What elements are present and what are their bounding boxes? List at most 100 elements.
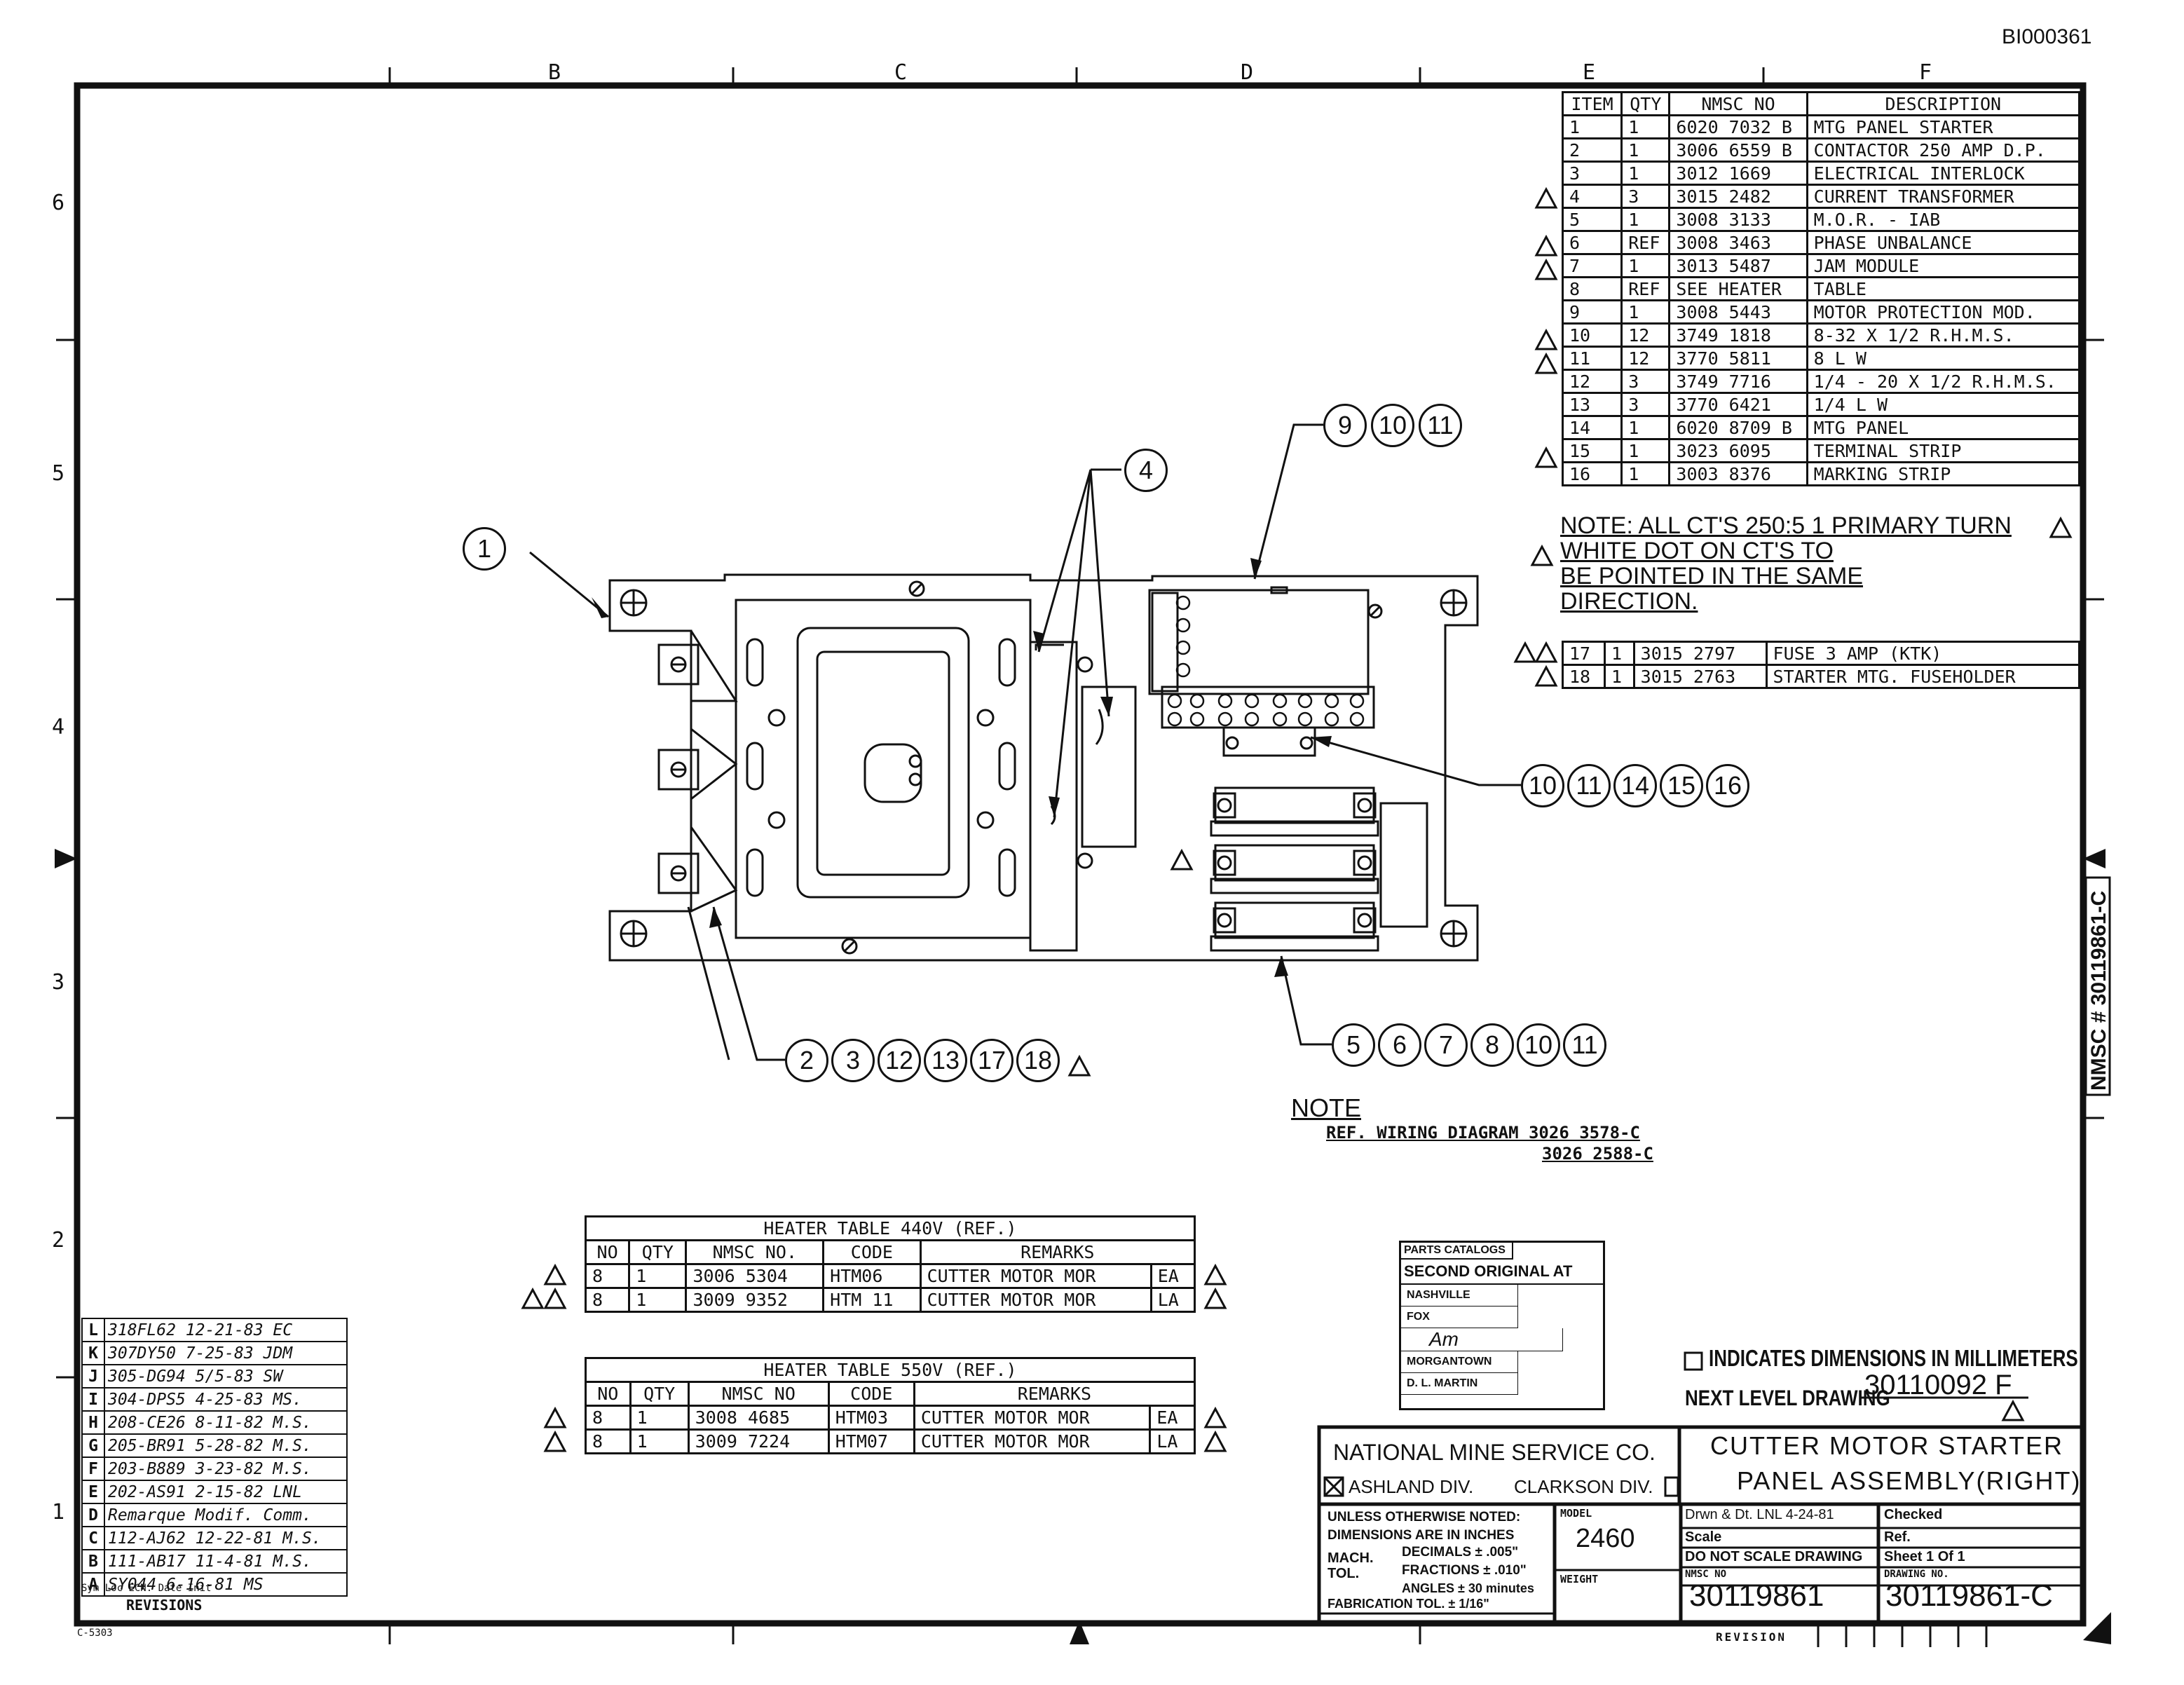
ct-note-line1: NOTE: ALL CT'S 250:5 1 PRIMARY TURN [1560,512,2012,539]
heater-550-title: HEATER TABLE 550V (REF.) [585,1357,1196,1383]
parts-cell-item: 14 [1561,415,1623,440]
parts-cell-item: 11 [1561,346,1623,371]
zone-f: F [1919,60,1932,85]
next-level-label: NEXT LEVEL DRAWING [1685,1385,1890,1410]
parts-cell-qty: 3 [1620,369,1671,394]
wiring-note-line2: 3026 2588-C [1542,1144,1653,1164]
heater-cell-nmsc: 3008 4685 [687,1405,830,1431]
balloon-item: 11 [1563,1023,1606,1067]
revisions-cols: Sym Loc ECN. Date Init [81,1583,212,1594]
parts-cell-qty: 1 [1620,137,1671,163]
parts-catalog-stamp: PARTS CATALOGS SECOND ORIGINAL AT NASHVI… [1399,1241,1605,1410]
parts-cell-nmsc: 3003 8376 [1668,461,1808,486]
parts-cell-nmsc: 3006 6559 B [1668,137,1808,163]
zone-6: 6 [52,191,65,215]
doc-code: BI000361 [2002,25,2092,48]
heater-cell-nmsc: 3009 7224 [687,1428,830,1454]
revision-entry: 305-DG94 5/5-83 SW [104,1364,348,1389]
parts-cell-nmsc: SEE HEATER [1668,276,1808,301]
ref-label: Ref. [1884,1529,1911,1545]
parts-catalog-location: NASHVILLE [1401,1285,1518,1307]
parts-cell-qty: REF [1620,230,1671,255]
balloon-item: 16 [1706,764,1749,807]
parts-cell-desc: STARTER MTG. FUSEHOLDER [1765,664,2081,689]
revision-entry: 112-AJ62 12-22-81 M.S. [104,1526,348,1550]
parts-cell-nmsc: 3749 1818 [1668,322,1808,348]
parts-cell-qty: 1 [1620,415,1671,440]
parts-cell-desc: ELECTRICAL INTERLOCK [1806,161,2081,186]
leader-lines [529,423,1521,1061]
parts-cell-desc: MTG PANEL [1806,415,2081,440]
parts-cell-qty: 1 [1620,299,1671,325]
heater-cell-code: HTM 11 [822,1287,922,1313]
zone-3: 3 [52,970,65,995]
parts-cell-qty: 1 [1620,207,1671,232]
balloon-item: 10 [1521,764,1564,807]
parts-cell-desc: JAM MODULE [1806,253,2081,278]
scale-label: Scale [1685,1529,1722,1545]
parts-cell-nmsc: 3008 5443 [1668,299,1808,325]
balloon-item: 11 [1419,404,1462,447]
balloon-item: 8 [1470,1023,1514,1067]
parts-cell-item: 10 [1561,322,1623,348]
zone-b: B [548,60,561,85]
revision-entry: 318FL62 12-21-83 EC [104,1318,348,1342]
center-arrow-bottom [1070,1621,1089,1644]
division-clarkson: CLARKSON DIV. [1514,1476,1653,1497]
do-not-scale: DO NOT SCALE DRAWING [1685,1549,1863,1564]
tolerance-line-1: UNLESS OTHERWISE NOTED: [1328,1510,1521,1524]
wiring-note-title: NOTE [1291,1093,1362,1122]
parts-cell-item: 1 [1561,114,1623,139]
terminal-screws [1167,595,1365,727]
parts-cell-item: 12 [1561,369,1623,394]
heater-cell-no: 8 [584,1287,631,1313]
parts-cell-desc: 8-32 X 1/2 R.H.M.S. [1806,322,2081,348]
parts-cell-desc: 8 L W [1806,346,2081,371]
parts-cell-desc: TABLE [1806,276,2081,301]
parts-col-item: ITEM [1561,91,1623,116]
parts-cell-item: 2 [1561,137,1623,163]
balloon-item: 14 [1613,764,1657,807]
heater-cell-x: EA [1149,1263,1196,1289]
revision-entry: 111-AB17 11-4-81 M.S. [104,1549,348,1574]
parts-cell-desc: M.O.R. - IAB [1806,207,2081,232]
parts-cell-qty: 1 [1604,641,1635,666]
parts-catalog-location: MORGANTOWN [1401,1351,1518,1373]
parts-cell-qty: REF [1620,276,1671,301]
heater-440-header: NO QTY NMSC NO. CODE REMARKS [584,1239,1196,1265]
heater-cell-x: LA [1149,1428,1196,1454]
parts-catalog-location: D. L. MARTIN [1401,1373,1518,1395]
parts-cell-desc: FUSE 3 AMP (KTK) [1765,641,2081,666]
tol-decimals: DECIMALS ± .005" [1402,1545,1519,1560]
tolerance-notes: UNLESS OTHERWISE NOTED: DIMENSIONS ARE I… [1328,1508,1520,1545]
leader-arrowheads [592,558,1332,977]
parts-cell-desc: PHASE UNBALANCE [1806,230,2081,255]
balloon-item: 11 [1567,764,1611,807]
balloon-item-1: 1 [463,527,506,571]
contactor-drawing [657,580,1137,955]
parts-cell-nmsc: 3008 3463 [1668,230,1808,255]
balloon-item: 2 [785,1039,828,1082]
revision-letter: E [81,1480,105,1504]
heater-cell-qty: 1 [629,1428,690,1454]
revision-entry: 304-DPS5 4-25-83 MS. [104,1387,348,1412]
parts-cell-item: 4 [1561,184,1623,209]
revisions-footer: REVISIONS [126,1597,203,1614]
heater-cell-remarks: CUTTER MOTOR MOR [919,1287,1152,1313]
